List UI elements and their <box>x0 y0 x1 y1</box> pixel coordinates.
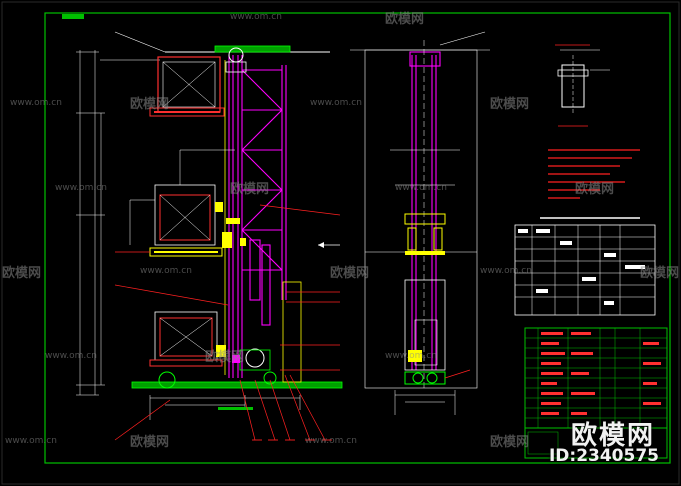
watermark-url: www.om.cn <box>305 436 357 446</box>
watermark-url: www.om.cn <box>385 351 437 361</box>
watermark-brand: 欧模网 <box>575 182 615 197</box>
asset-id: ID:2340575 <box>548 446 659 466</box>
watermark-url: www.om.cn <box>5 436 57 446</box>
site-logo: 欧模网 <box>570 421 655 451</box>
watermark-brand: 欧模网 <box>230 182 270 197</box>
watermark-url: www.om.cn <box>310 98 362 108</box>
watermark-url: www.om.cn <box>45 351 97 361</box>
watermark-url: www.om.cn <box>10 98 62 108</box>
parts-list-table <box>524 327 668 459</box>
cage-middle <box>129 149 235 257</box>
watermark-url: www.om.cn <box>55 183 107 193</box>
watermark-brand: 欧模网 <box>490 435 530 450</box>
watermark-brand: 欧模网 <box>640 266 680 281</box>
watermark-url: www.om.cn <box>140 266 192 276</box>
watermark-brand: 欧模网 <box>385 12 425 27</box>
watermark-brand: 欧模网 <box>205 350 245 365</box>
watermark-url: www.om.cn <box>480 266 532 276</box>
detail-view <box>555 44 610 127</box>
watermark-brand: 欧模网 <box>330 266 370 281</box>
side-elevation <box>350 31 490 415</box>
watermark-brand: 欧模网 <box>490 97 530 112</box>
watermark-brand: 欧模网 <box>2 266 42 281</box>
drawing-frame <box>44 12 671 464</box>
drive-base <box>131 281 343 389</box>
watermark-url: www.om.cn <box>395 183 447 193</box>
cage-lower <box>149 311 223 367</box>
spec-table <box>514 217 656 316</box>
watermark-brand: 欧模网 <box>130 435 170 450</box>
watermark-url: www.om.cn <box>230 12 282 22</box>
technical-notes <box>548 149 640 199</box>
frame-tab <box>62 14 84 19</box>
watermark-brand: 欧模网 <box>130 97 170 112</box>
cage-upper <box>149 56 225 117</box>
front-elevation <box>76 31 343 441</box>
